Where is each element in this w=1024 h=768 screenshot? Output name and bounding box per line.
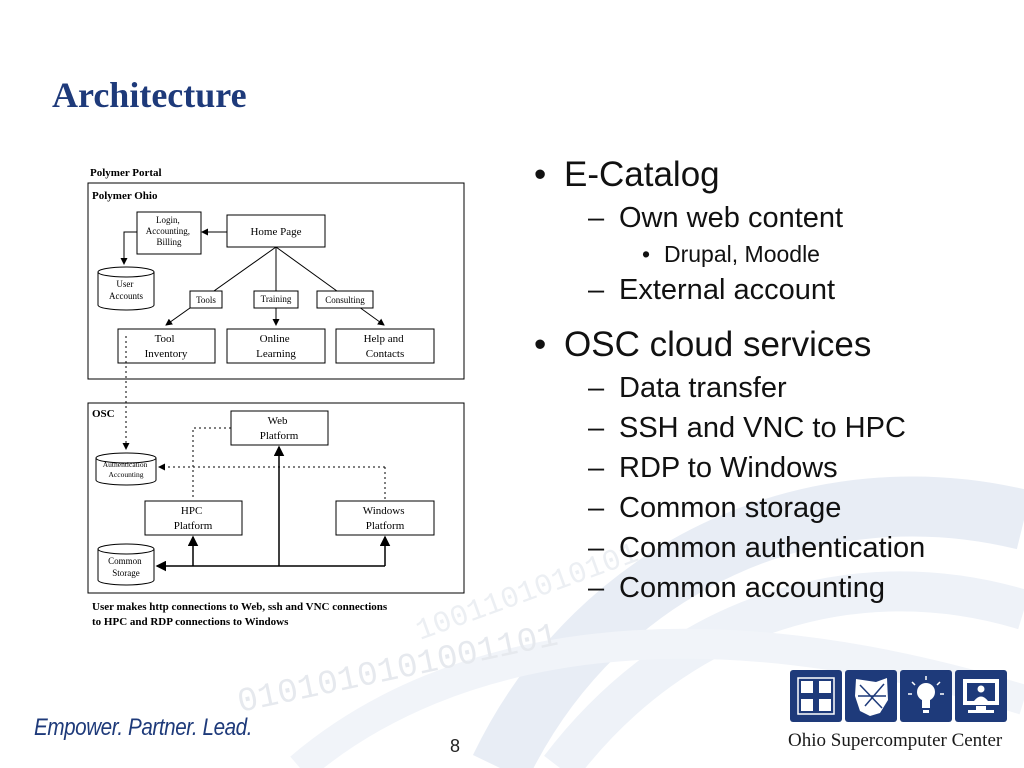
bullet-gap (534, 310, 1004, 322)
polymer-portal-label: Polymer Portal (90, 167, 162, 179)
hpc-platform-box: HPC Platform (144, 500, 243, 536)
bullet-own-web-content: Own web content (534, 198, 1004, 238)
monitor-icon (955, 670, 1007, 722)
login-accounting-billing-box: Login, Accounting, Billing (136, 211, 202, 255)
diagram-caption: User makes http connections to Web, ssh … (92, 601, 390, 628)
bullet-rdp-windows: RDP to Windows (534, 448, 1004, 488)
home-to-help-arrow (275, 246, 385, 326)
osc-logo (790, 670, 1007, 722)
svg-text:Tools: Tools (196, 295, 216, 305)
bullet-drupal-moodle: Drupal, Moodle (534, 238, 1004, 270)
common-storage-cylinder: Common Storage (97, 543, 155, 586)
web-platform-box: Web Platform (230, 410, 329, 446)
home-to-tool-inventory-arrow (165, 246, 277, 326)
help-contacts-box: Help and Contacts (335, 328, 435, 364)
bullet-common-accounting: Common accounting (534, 568, 1004, 608)
bullet-osc-cloud: OSC cloud services (534, 322, 1004, 368)
svg-text:User Accounts: User Accounts (109, 279, 143, 301)
tool-inventory-box: Tool Inventory (117, 328, 216, 364)
svg-text:Consulting: Consulting (325, 295, 365, 305)
consulting-tag: Consulting (316, 290, 374, 309)
ohio-map-icon (845, 670, 897, 722)
svg-text:Help and Contacts: Help and Contacts (364, 333, 407, 360)
tools-tag: Tools (189, 290, 223, 309)
web-to-hpc-dotted-link (192, 427, 231, 500)
online-learning-box: Online Learning (226, 328, 326, 364)
lightbulb-icon (900, 670, 952, 722)
osc-label: OSC (92, 408, 115, 420)
home-page-box: Home Page (226, 214, 326, 248)
page-number: 8 (450, 736, 461, 756)
molecule-icon (790, 670, 842, 722)
authentication-accounting-cylinder: Authentication Accounting (95, 452, 157, 486)
svg-text:Home Page: Home Page (250, 226, 301, 238)
svg-text:HPC Platform: HPC Platform (174, 505, 213, 532)
svg-text:Training: Training (261, 294, 292, 304)
login-to-accounts-arrow (120, 231, 137, 265)
organization-name: Ohio Supercomputer Center (788, 730, 1003, 751)
svg-text:Authentication Accountin: Authentication Accounting (103, 460, 149, 479)
svg-text:Web Platform: Web Platform (260, 415, 299, 442)
user-accounts-cylinder: User Accounts (97, 266, 155, 311)
svg-text:Common Storage: Common Storage (108, 556, 144, 578)
bullet-common-authentication: Common authentication (534, 528, 1004, 568)
bullet-ssh-vnc: SSH and VNC to HPC (534, 408, 1004, 448)
bullet-list: E-Catalog Own web content Drupal, Moodle… (534, 152, 1004, 608)
training-tag: Training (253, 290, 299, 309)
svg-text:Tool Inventory: Tool Inventory (145, 333, 188, 360)
architecture-diagram: Polymer Portal Polymer Ohio Login, Accou… (87, 167, 465, 628)
svg-text:Login, Accounting,: Login, Accounting, Billing (146, 215, 193, 247)
slide-title: Architecture (52, 75, 247, 115)
tagline: Empower. Partner. Lead. (34, 714, 253, 741)
bullet-ecatalog: E-Catalog (534, 152, 1004, 198)
windows-platform-box: Windows Platform (335, 500, 435, 536)
bullet-data-transfer: Data transfer (534, 368, 1004, 408)
polymer-ohio-label: Polymer Ohio (92, 190, 158, 202)
svg-text:Online Learning: Online Learning (256, 333, 296, 360)
bullet-external-account: External account (534, 270, 1004, 310)
bullet-common-storage: Common storage (534, 488, 1004, 528)
svg-text:Windows Platform: Windows Platform (363, 505, 407, 532)
